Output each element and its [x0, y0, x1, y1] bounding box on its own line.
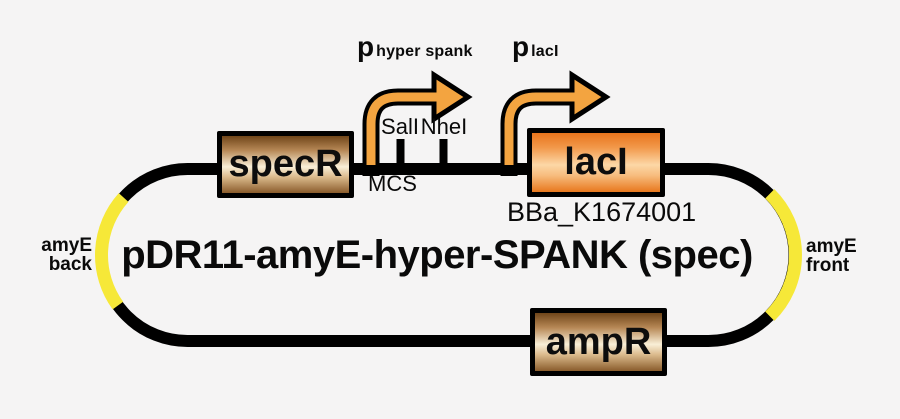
- gene-label-specR: specR: [228, 143, 343, 185]
- gene-label-ampR: ampR: [545, 320, 652, 363]
- promoter-hyper-spank-arrow-shaft: [366, 92, 440, 165]
- part-id-label: BBa_K1674001: [507, 197, 697, 227]
- amyE-front-label-line2: front: [806, 255, 850, 276]
- gene-box-lacI: lacI: [527, 128, 665, 197]
- promoter-lacI-arrow-shaft: [504, 92, 578, 165]
- gene-box-specR: specR: [217, 131, 354, 198]
- amyE-front-label: amyE front: [806, 237, 886, 275]
- promoter-label-lacI: p lacI: [512, 33, 559, 61]
- promoter-p-symbol: p: [512, 31, 530, 62]
- amyE-back-label-line2: back: [48, 254, 92, 275]
- promoter-name: hyper spank: [376, 43, 473, 60]
- promoter-p-symbol: p: [357, 31, 375, 62]
- promoter-name: lacI: [531, 43, 559, 60]
- amyE-back-label: amyE back: [20, 236, 92, 274]
- amyE-back-label-line1: amyE: [41, 235, 92, 256]
- amyE-front-arm-arc: [765, 189, 802, 321]
- restriction-site-label-salI: SalI: [381, 114, 419, 139]
- gene-label-lacI: lacI: [564, 141, 628, 183]
- plasmid-title: pDR11-amyE-hyper-SPANK (spec): [121, 233, 753, 277]
- amyE-front-label-line1: amyE: [806, 236, 857, 257]
- gene-box-ampR: ampR: [530, 308, 667, 376]
- promoter-label-hyper-spank: p hyper spank: [357, 33, 473, 61]
- restriction-site-label-nheI: NheI: [420, 114, 468, 139]
- amyE-back-arm-arc: [95, 193, 129, 310]
- mcs-label: MCS: [368, 171, 417, 196]
